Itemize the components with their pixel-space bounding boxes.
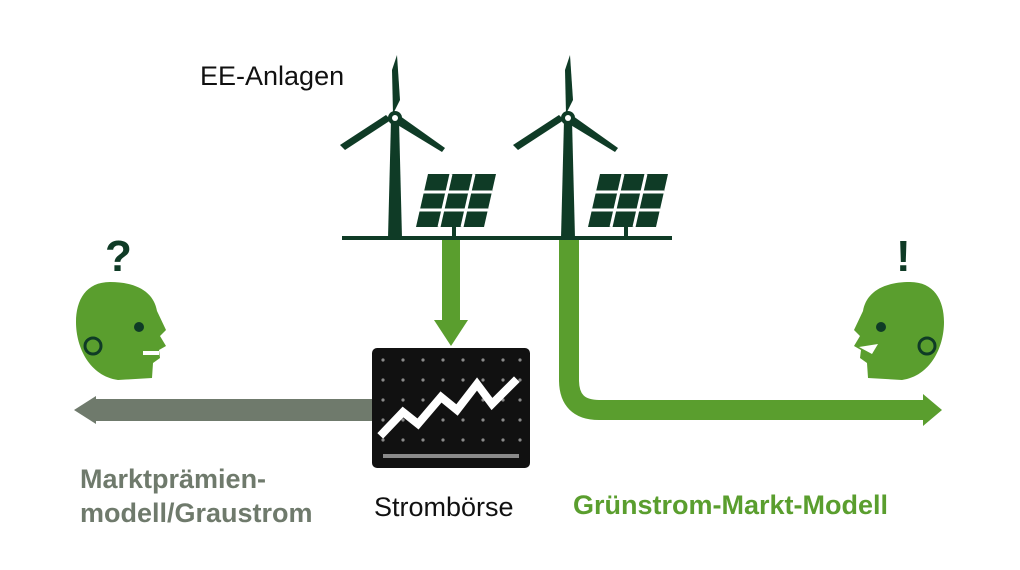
graustrom-model-line-2: modell/Graustrom <box>80 498 313 528</box>
question-mark: ? <box>105 232 132 281</box>
gruenstrom-model-label: Grünstrom-Markt-Modell <box>573 490 889 520</box>
solar-panel-icon <box>588 173 668 238</box>
wind-turbine-icon <box>340 55 445 238</box>
ee-anlagen-label: EE-Anlagen <box>200 61 345 91</box>
arrow-to-exchange <box>434 240 468 346</box>
graustrom-model-label: Marktprämien- modell/Graustrom <box>80 462 313 530</box>
green-arrow-right <box>559 240 942 426</box>
stromboerse-label: Strombörse <box>374 492 514 522</box>
exclamation-mark: ! <box>896 232 911 281</box>
stock-chart-monitor-icon <box>372 348 530 468</box>
wind-turbine-icon <box>513 55 618 238</box>
graustrom-model-line-1: Marktprämien- <box>80 464 267 494</box>
happy-head-icon <box>854 282 944 380</box>
solar-panel-icon <box>416 173 496 238</box>
gray-arrow-left <box>74 396 384 424</box>
confused-head-icon <box>76 282 166 380</box>
